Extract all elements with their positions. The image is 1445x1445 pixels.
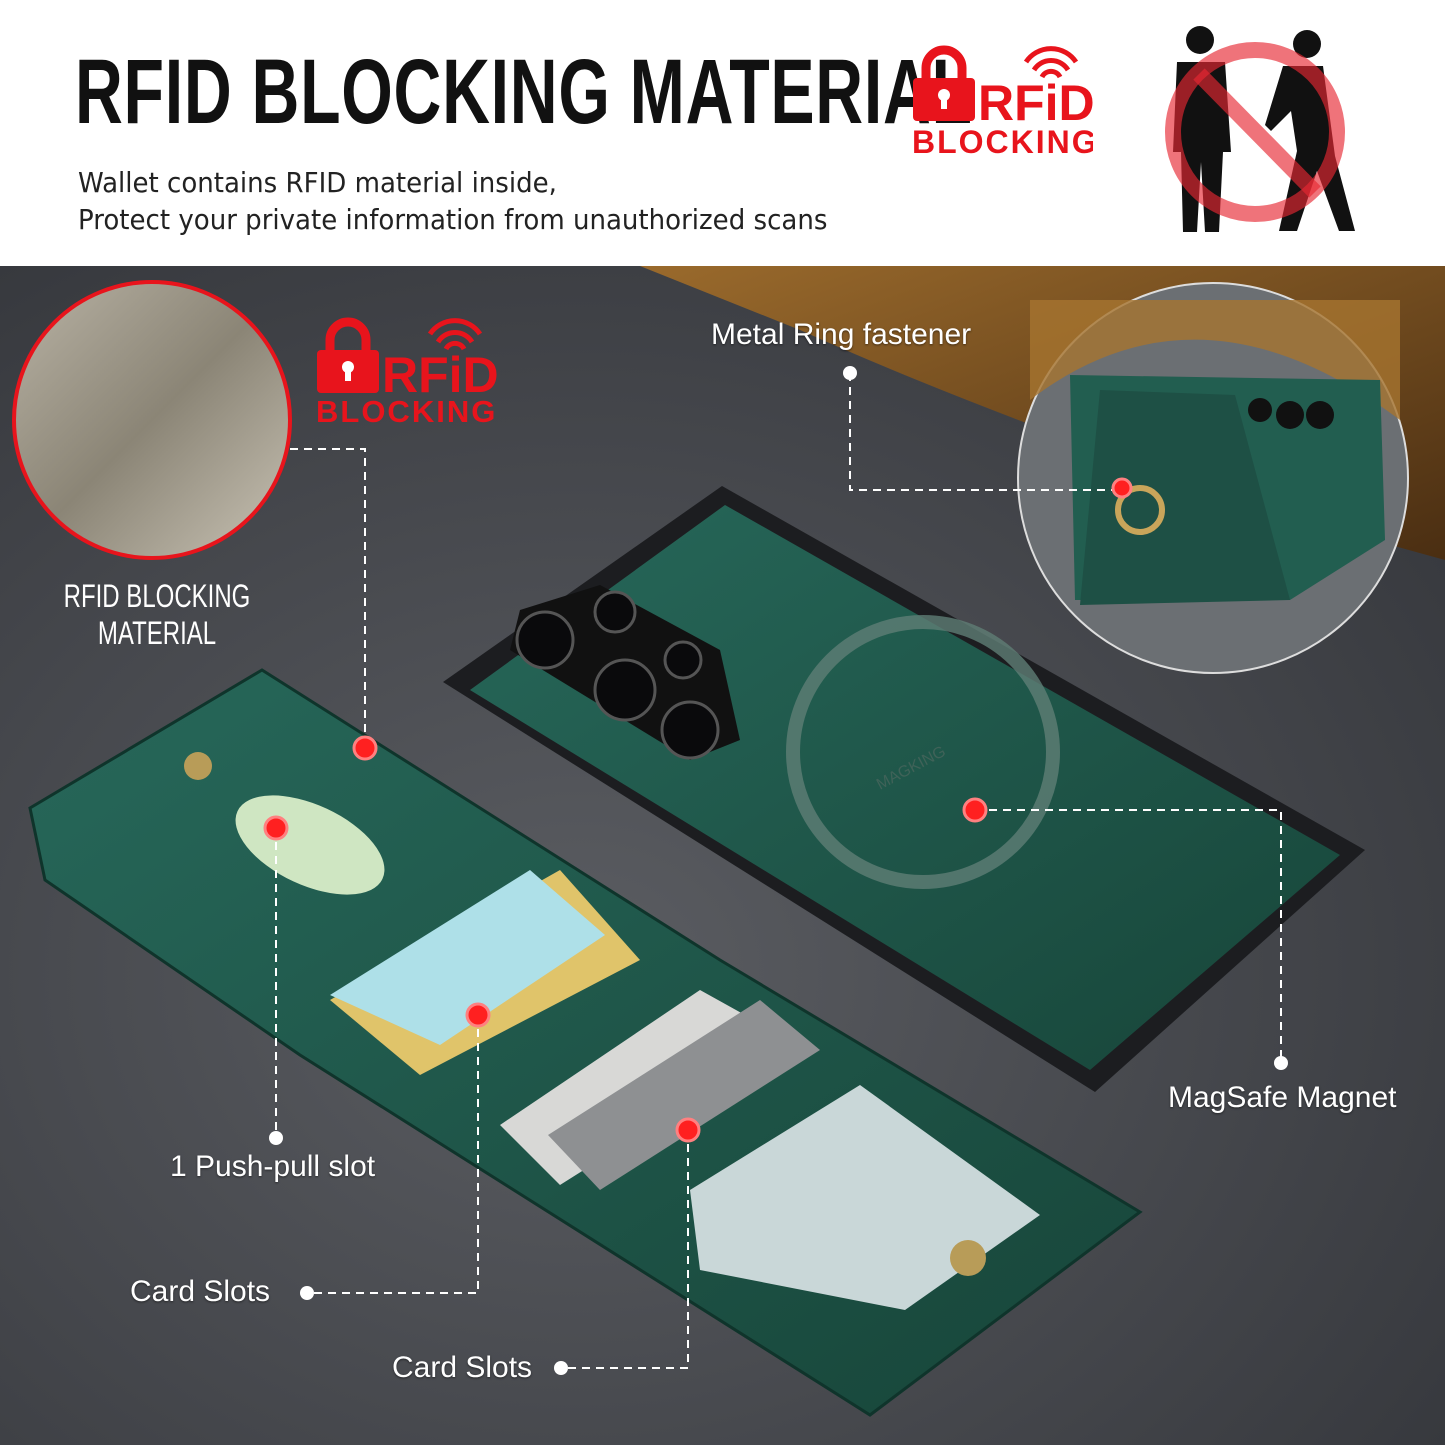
svg-text:RFiD: RFiD — [382, 347, 499, 403]
subtitle-line-2: Protect your private information from un… — [78, 203, 828, 236]
callout-lines — [275, 373, 1282, 1369]
no-scanning-pickpocket-icon — [1165, 26, 1355, 232]
highlight-dots — [263, 477, 1133, 1143]
rfid-blocking-logo: RFiD BLOCKING — [912, 45, 1093, 160]
subtitle-line-1: Wallet contains RFID material inside, — [78, 166, 557, 199]
header-banner: RFID BLOCKING MATERIAL Wallet contains R… — [0, 0, 1445, 266]
callout-push-pull-slot: 1 Push-pull slot — [170, 1150, 376, 1183]
wireless-signal-icon — [427, 318, 483, 351]
wireless-signal-icon — [1023, 46, 1079, 79]
page-title: RFID BLOCKING MATERIAL — [75, 41, 973, 143]
callout-card-slots-2: Card Slots — [392, 1351, 533, 1384]
card-wallet — [28, 668, 1143, 1417]
rfid-fabric-closeup — [12, 280, 292, 560]
logo-rfid-text: RFiD — [978, 75, 1093, 131]
svg-text:BLOCKING: BLOCKING — [316, 394, 497, 429]
callout-magsafe: MagSafe Magnet — [1168, 1081, 1397, 1114]
rfid-blocking-logo-2: RFiD BLOCKING — [316, 317, 499, 429]
logo-blocking-text: BLOCKING — [912, 124, 1093, 160]
phone-case: MAGKING — [443, 486, 1365, 1092]
ring-fastener-closeup — [1017, 282, 1409, 674]
magsafe-ring — [786, 615, 1060, 889]
product-photo: MAGKING — [0, 266, 1445, 1445]
fabric-label-line-2: MATERIAL — [97, 615, 217, 651]
callout-ring-fastener: Metal Ring fastener — [711, 318, 972, 351]
callout-card-slots-1: Card Slots — [130, 1275, 271, 1308]
fabric-label-line-1: RFID BLOCKING — [63, 578, 251, 614]
